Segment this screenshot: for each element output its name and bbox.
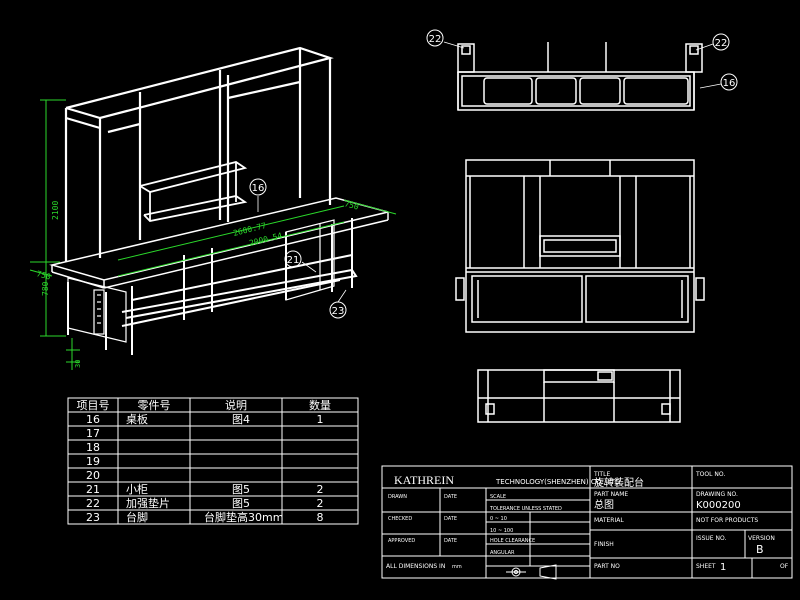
title-block: KATHREIN TECHNOLOGY(SHENZHEN) CO., LTD D… [381,465,793,580]
svg-text:16: 16 [252,183,265,194]
tol-1: 0 ~ 10 [490,516,507,522]
svg-text:22: 22 [429,34,442,45]
side-view [477,369,681,423]
svg-text:16: 16 [723,78,736,89]
table-cell: 17 [86,427,100,440]
dim-foot: 30 [74,360,82,368]
finish-label: FINISH [594,541,614,548]
material-label: MATERIAL [594,517,624,524]
table-cell: 16 [86,413,100,426]
projection-symbol-icon [506,564,557,580]
date-label-2: DATE [444,516,457,522]
tol-3: HOLE CLEARANCE [490,538,535,544]
table-cell: 21 [86,483,100,496]
dim-length-2: 2000.54 [248,231,283,248]
table-cell: 20 [86,469,100,482]
svg-text:22: 22 [715,38,728,49]
table-cell: 图4 [232,413,250,426]
parts-table: 项目号 零件号 说明 数量 16 桌板 图4 1 17 18 19 20 21 … [67,397,359,525]
tool-no-label: TOOL NO. [695,471,725,478]
balloon-22-top-left: 22 [426,29,465,49]
drawing-no-label: DRAWING NO. [696,491,738,498]
version-value: B [756,543,764,556]
dim-depth: 750 [35,269,51,281]
col-header-desc: 说明 [225,398,247,412]
col-header-qty: 数量 [309,399,331,412]
scale-label: SCALE [490,494,506,500]
table-cell: 台脚垫高30mm [204,510,283,524]
title-label: TITLE [593,471,610,478]
table-cell: 2 [317,483,324,496]
dim-height-lower: 780 [41,281,50,296]
checked-label: CHECKED [388,516,412,522]
table-cell: 19 [86,455,100,468]
svg-text:21: 21 [287,255,300,266]
table-cell: 图5 [232,483,250,496]
table-cell: 8 [317,511,324,524]
version-label: VERSION [748,535,775,542]
drawn-label: DRAWN [388,494,407,500]
col-header-part: 零件号 [138,399,171,412]
iso-cabinet-right [285,219,335,301]
table-cell: 加强垫片 [126,496,170,510]
table-cell: 1 [317,413,324,426]
all-dimensions-label: ALL DIMENSIONS IN [386,563,445,570]
iso-top-frame [64,46,334,262]
date-label-3: DATE [444,538,457,544]
iso-cabinet [67,277,127,343]
sheet-value: 1 [720,562,726,573]
table-cell: 图5 [232,497,250,510]
part-name-label: PART NAME [594,491,628,498]
not-for-products: NOT FOR PRODUCTS [696,517,758,524]
table-cell: 22 [86,497,100,510]
part-no-label: PART NO [594,563,620,570]
isometric-view: 2100 780 30 2600.77 2000.54 750 750 16 2… [29,46,397,370]
table-cell: 桌板 [126,412,148,426]
tolerance-label: TOLERANCE UNLESS STATED [489,506,562,512]
company-name: KATHREIN [394,473,454,487]
balloon-16-top: 16 [699,73,738,91]
iso-shelf [139,161,248,222]
balloon-23-iso: 23 [329,289,347,319]
unit-label: mm [452,564,462,570]
title-value: 旋转装配台 [594,476,644,489]
balloon-16-iso: 16 [249,178,267,212]
table-cell: 18 [86,441,100,454]
tol-4: ANGULAR [490,550,515,556]
dim-depth-right: 750 [343,199,359,211]
tol-2: 10 ~ 100 [490,528,513,534]
approved-label: APPROVED [388,538,415,544]
date-label-1: DATE [444,494,457,500]
sheet-label: SHEET [696,563,716,570]
of-label: OF [780,563,789,570]
front-view [455,159,705,333]
iso-dimensions [29,99,397,370]
svg-text:23: 23 [332,306,345,317]
drawing-no-value: K000200 [696,500,741,511]
part-name-value: 总图 [594,498,614,511]
balloon-21-iso: 21 [284,250,317,273]
parts-rows: 16 桌板 图4 1 17 18 19 20 21 小柜 图5 2 22 加强垫… [86,412,324,524]
issue-no-label: ISSUE NO. [696,535,726,542]
table-cell: 台脚 [126,510,148,524]
top-view: 22 22 16 [426,29,738,111]
dim-height-overall: 2100 [51,201,60,220]
company-subtitle: TECHNOLOGY(SHENZHEN) CO., LTD [495,478,620,486]
table-cell: 2 [317,497,324,510]
col-header-item: 项目号 [77,399,110,412]
table-cell: 小柜 [126,483,148,496]
balloon-22-top-right: 22 [695,33,730,51]
table-cell: 23 [86,511,100,524]
